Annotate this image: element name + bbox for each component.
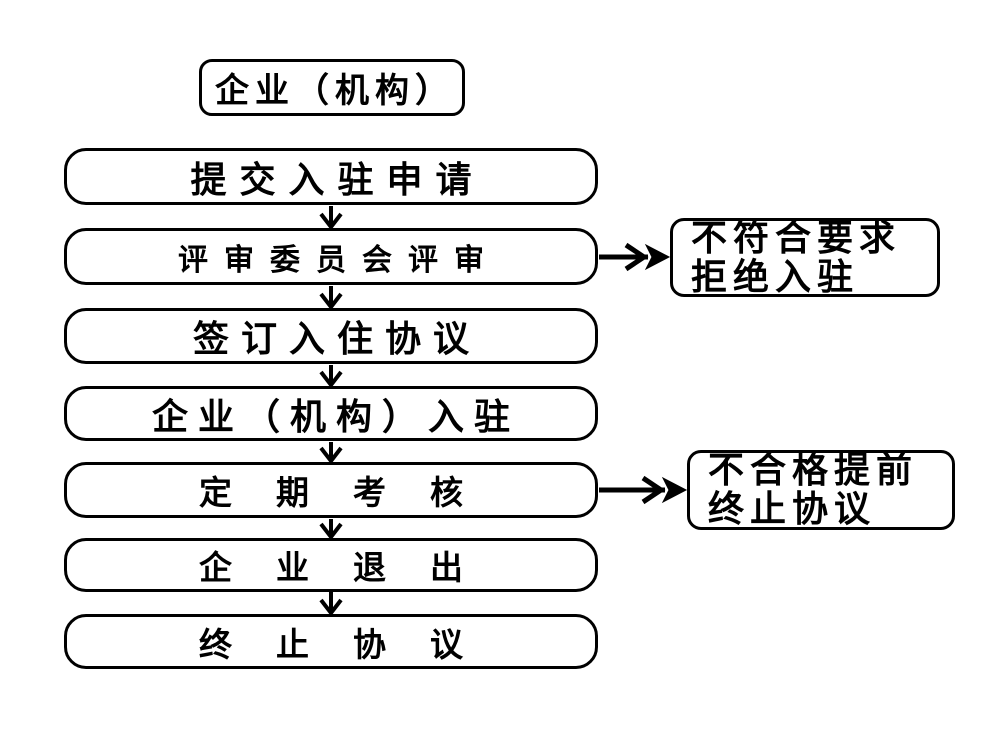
down-arrow-2 bbox=[319, 286, 343, 311]
node-sign-agreement: 签订入住协议 bbox=[64, 308, 598, 364]
node-enterprise-exit: 企业退出 bbox=[64, 538, 598, 592]
node-committee-review: 评审委员会评审 bbox=[64, 228, 598, 285]
down-arrow-6 bbox=[319, 592, 343, 617]
down-arrow-1 bbox=[319, 206, 343, 231]
node-enterprise-org: 企业（机构） bbox=[199, 59, 465, 116]
node-submit-application-label: 提交入驻申请 bbox=[190, 159, 485, 200]
node-periodic-assessment-label: 定期考核 bbox=[199, 476, 507, 512]
node-early-termination-line1: 不合格提前 bbox=[708, 450, 919, 490]
node-enterprise-entry-label: 企业（机构）入驻 bbox=[151, 396, 520, 437]
node-enterprise-entry: 企业（机构）入驻 bbox=[64, 386, 598, 441]
down-arrow-5 bbox=[319, 519, 343, 541]
node-terminate-agreement: 终止协议 bbox=[64, 614, 598, 669]
node-sign-agreement-label: 签订入住协议 bbox=[192, 319, 481, 359]
node-enterprise-org-label: 企业（机构） bbox=[215, 73, 455, 110]
branch-arrow-reject bbox=[599, 242, 671, 272]
node-committee-review-label: 评审委员会评审 bbox=[178, 243, 500, 277]
node-submit-application: 提交入驻申请 bbox=[64, 148, 598, 205]
node-terminate-agreement-label: 终止协议 bbox=[199, 627, 507, 664]
down-arrow-4 bbox=[319, 442, 343, 465]
node-enterprise-exit-label: 企业退出 bbox=[199, 551, 507, 587]
down-arrow-3 bbox=[319, 365, 343, 389]
node-early-termination-line2: 终止协议 bbox=[708, 489, 877, 529]
node-reject-entry-line2: 拒绝入驻 bbox=[691, 256, 860, 297]
node-early-termination: 不合格提前 终止协议 bbox=[687, 450, 955, 530]
node-periodic-assessment: 定期考核 bbox=[64, 462, 598, 518]
branch-arrow-terminate bbox=[599, 475, 688, 505]
node-reject-entry: 不符合要求 拒绝入驻 bbox=[670, 218, 940, 297]
node-reject-entry-line1: 不符合要求 bbox=[691, 217, 902, 258]
